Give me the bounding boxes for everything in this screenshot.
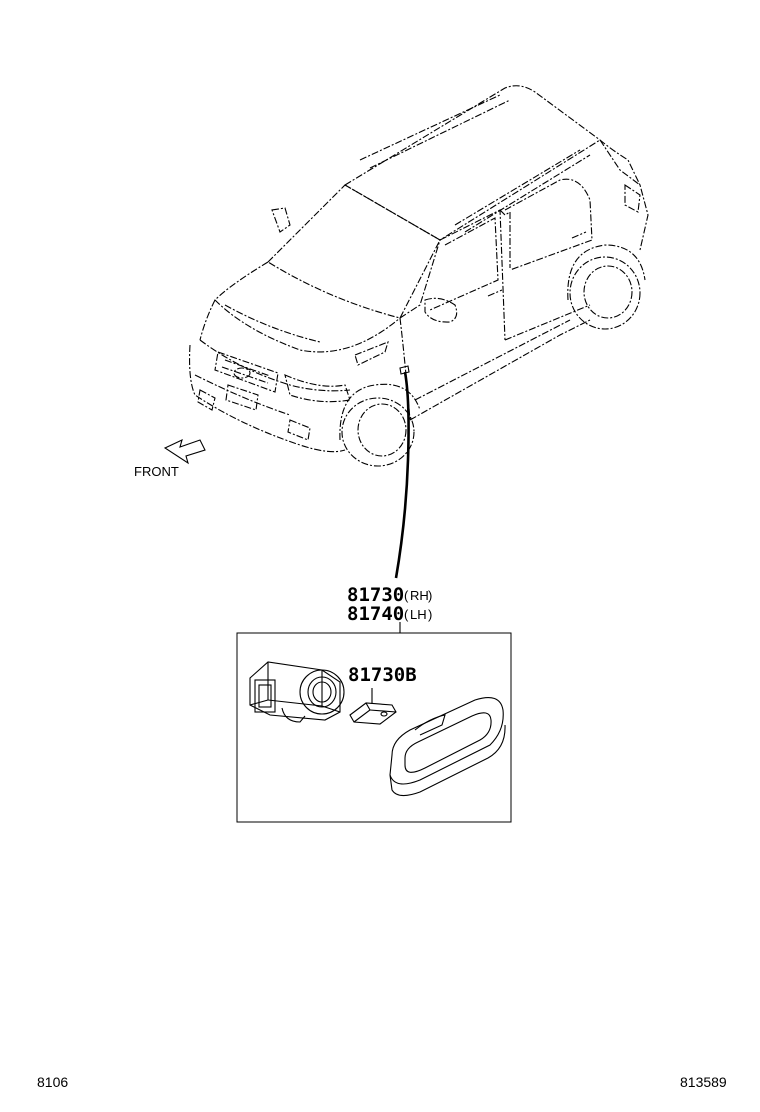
bulb-part [349, 702, 397, 725]
part-number-bulb: 81730B [348, 664, 417, 686]
footer-left-code: 8106 [37, 1074, 68, 1090]
socket-part [249, 661, 345, 723]
front-label: FRONT [134, 464, 179, 479]
part-lh-paren-close: ) [428, 607, 432, 622]
lamp-lens-part [389, 697, 506, 797]
part-rh-paren-close: ) [428, 588, 432, 603]
part-number-rh: 81730 [347, 584, 404, 606]
part-rh-paren-open: ( [404, 588, 409, 603]
vehicle-illustration [189, 85, 649, 467]
footer-right-code: 813589 [680, 1074, 727, 1090]
part-lh-paren-open: ( [404, 607, 409, 622]
parts-box [236, 632, 512, 823]
front-arrow: FRONT [134, 438, 206, 479]
leader-line [394, 371, 410, 579]
part-number-lh: 81740 [347, 603, 404, 625]
part-side-rh: RH [410, 588, 429, 603]
part-side-lh: LH [410, 607, 427, 622]
